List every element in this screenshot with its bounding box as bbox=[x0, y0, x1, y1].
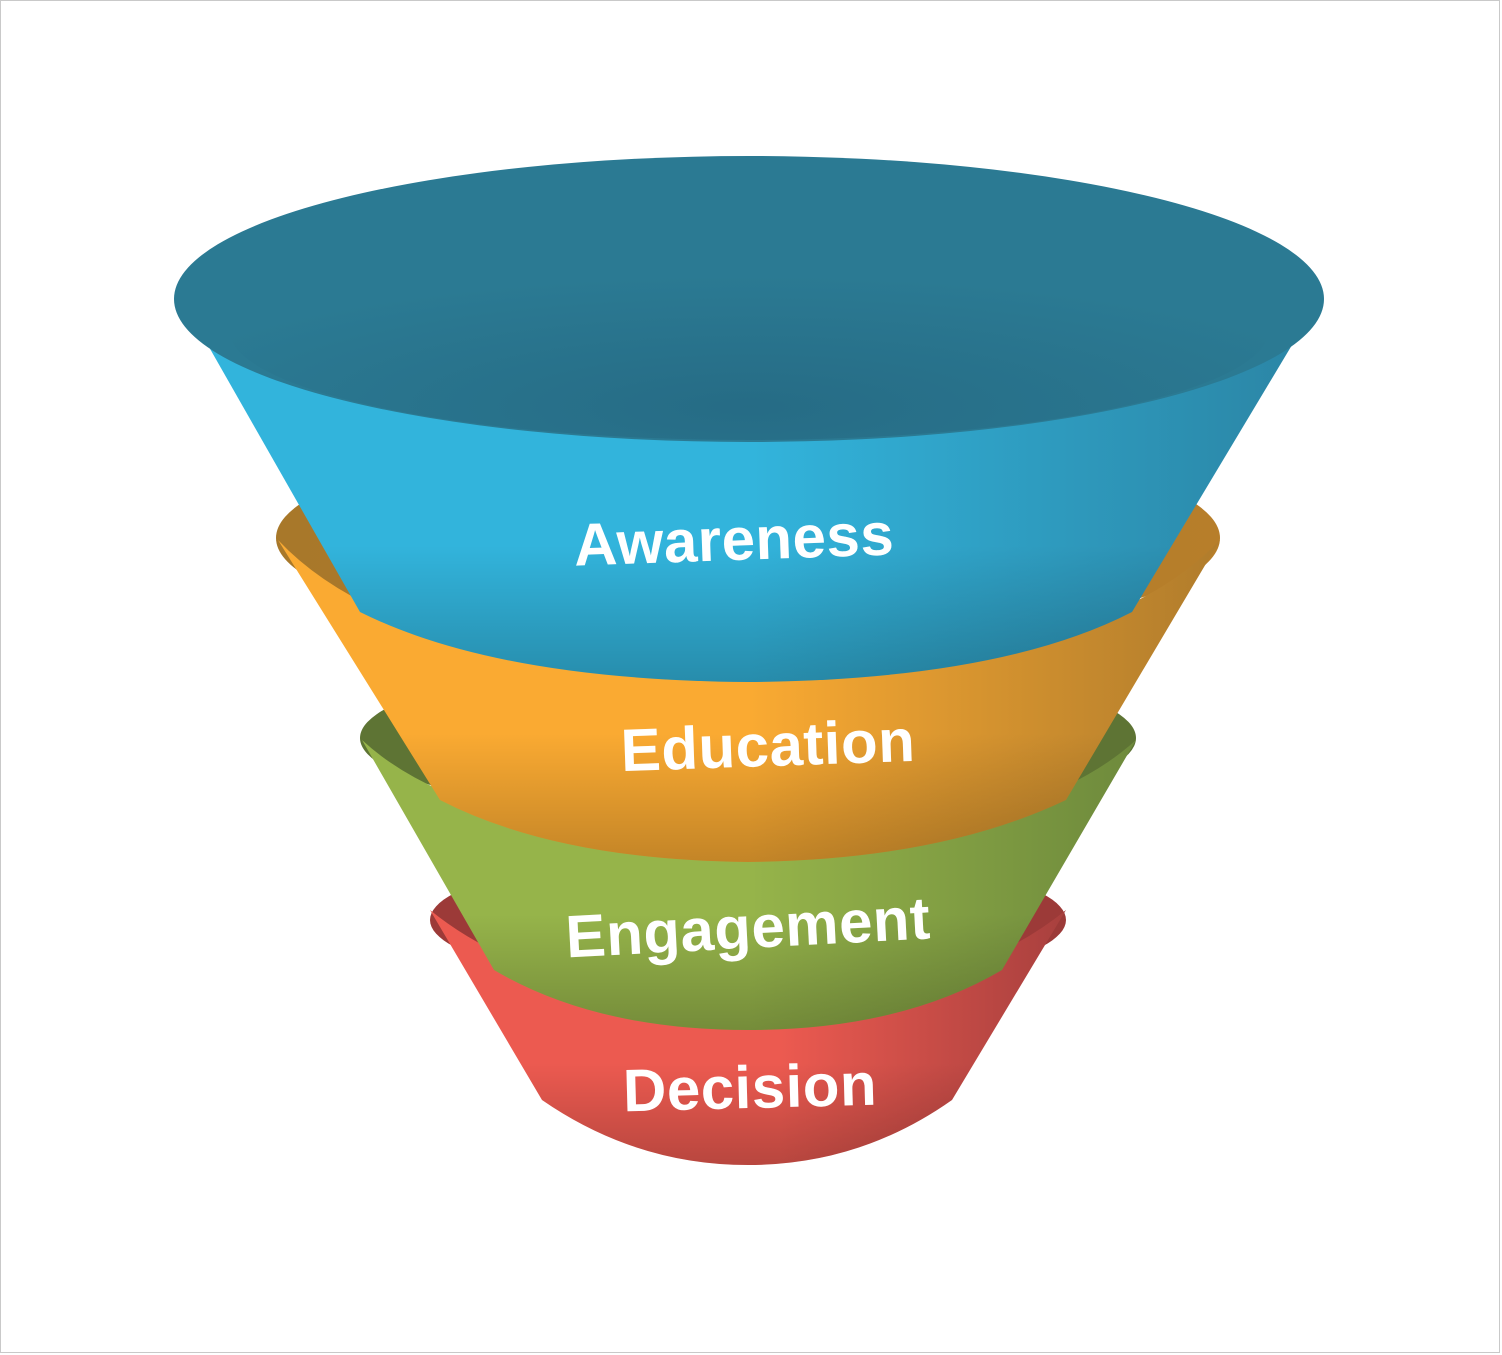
awareness-opening-shadow bbox=[229, 220, 1269, 440]
stage-label-awareness: Awareness bbox=[573, 500, 895, 578]
stage-label-decision: Decision bbox=[622, 1051, 878, 1125]
stage-label-education: Education bbox=[620, 707, 917, 784]
